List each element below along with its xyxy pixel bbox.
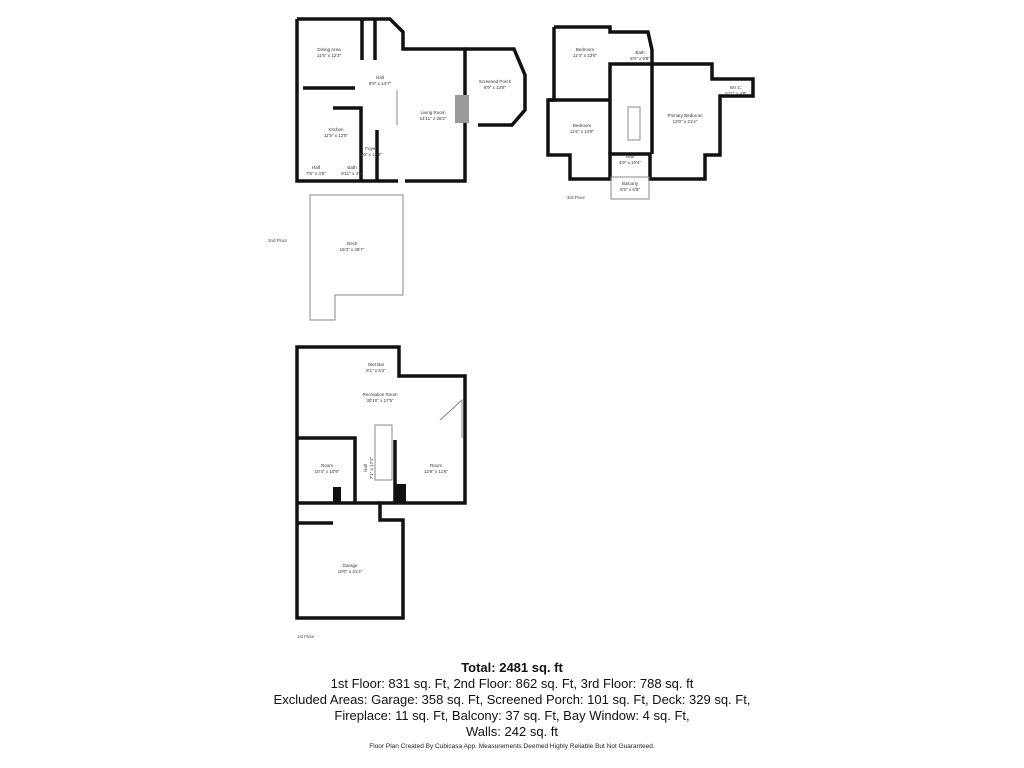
floor-label: 1st Floor: [297, 634, 315, 639]
third-floor-plan: [546, 25, 755, 200]
room-dims: 11'5" x 12'3": [317, 53, 342, 58]
room-label: Garage: [342, 563, 358, 568]
room-label: Bedroom: [576, 47, 595, 52]
room-dims: 4'9" x 10'4": [619, 160, 642, 165]
room-dims: 8'1" x 5'2": [366, 368, 386, 373]
room-label: Half: [312, 165, 321, 170]
room-label: Hall: [376, 75, 384, 80]
floor-label: 3rd Floor: [567, 195, 586, 200]
room-dims: 11'4" x 13'6": [573, 53, 598, 58]
area-line: Walls: 242 sq. ft: [466, 724, 558, 739]
room-label: Balcony: [622, 181, 639, 186]
deck-outline: [309, 194, 404, 321]
floor-label: 2nd Floor: [268, 238, 288, 243]
room-dims: 8'0" x 9'8": [630, 56, 650, 61]
room-dims: 5'11" x 4'9": [725, 91, 747, 96]
room-dims: 7'6" x 4'5": [306, 171, 326, 176]
room-dims: 8'9" x 13'6": [484, 85, 507, 90]
room-label: Deck: [347, 241, 358, 246]
room-dims: 12'9" x 11'6": [424, 469, 449, 474]
room-label: Room: [430, 463, 442, 468]
first-floor-plan: [295, 345, 467, 620]
room-dims: 10'4" x 10'9": [315, 469, 340, 474]
total-area: Total: 2481 sq. ft: [461, 660, 563, 675]
room-dims: 6'5" x 5'9": [620, 187, 640, 192]
room-dims: 9'9" x 14'7": [369, 81, 392, 86]
second-floor-plan: [295, 17, 527, 321]
room-dims: 19'0" x 21'4": [338, 569, 363, 574]
room-dims: 11'5" x 12'5": [324, 133, 349, 138]
room-dims: 16'3" x 25'7": [340, 247, 365, 252]
room-label: Living Room: [420, 110, 445, 115]
area-breakdown: 1st Floor: 831 sq. Ft, 2nd Floor: 862 sq…: [0, 676, 1024, 740]
fireplace: [455, 95, 469, 123]
room-dims: 30'10" x 17'5": [366, 398, 394, 403]
balcony-outline: [610, 176, 650, 200]
area-line: Fireplace: 11 sq. Ft, Balcony: 37 sq. Ft…: [334, 708, 690, 723]
room-label: Dining Area: [317, 47, 341, 52]
room-dims: 13'0" x 21'4": [673, 119, 698, 124]
room-label: W.I.C.: [730, 85, 742, 90]
room-label: Kitchen: [328, 127, 344, 132]
room-label: Primary Bedroom: [667, 113, 702, 118]
room-dims: 8'11" x 4'5": [341, 171, 363, 176]
room-dims: 6'9" x 12'8": [360, 152, 383, 157]
room-dims: 11'6" x 14'8": [570, 129, 595, 134]
room-dims: 14'11" x 26'2": [420, 116, 447, 121]
room-label: Room: [321, 463, 333, 468]
room-label: Bedroom: [573, 123, 592, 128]
room-label: Wet Bar: [368, 362, 385, 367]
room-dims: 7'1" x 17'1": [369, 457, 374, 480]
area-line: Excluded Areas: Garage: 358 sq. Ft, Scre…: [273, 692, 751, 707]
credit-note: Floor Plan Created By Cubicasa App. Meas…: [369, 743, 655, 750]
room-label: Screened Porch: [479, 79, 512, 84]
room-label: Bath: [635, 50, 645, 55]
room-label: Foyer: [365, 146, 377, 151]
room-label: Recreation Room: [362, 392, 397, 397]
room-label: Bath: [347, 165, 357, 170]
room-label: Hall: [626, 154, 634, 159]
room-label: Hall: [363, 464, 368, 472]
area-line: 1st Floor: 831 sq. Ft, 2nd Floor: 862 sq…: [330, 676, 694, 691]
